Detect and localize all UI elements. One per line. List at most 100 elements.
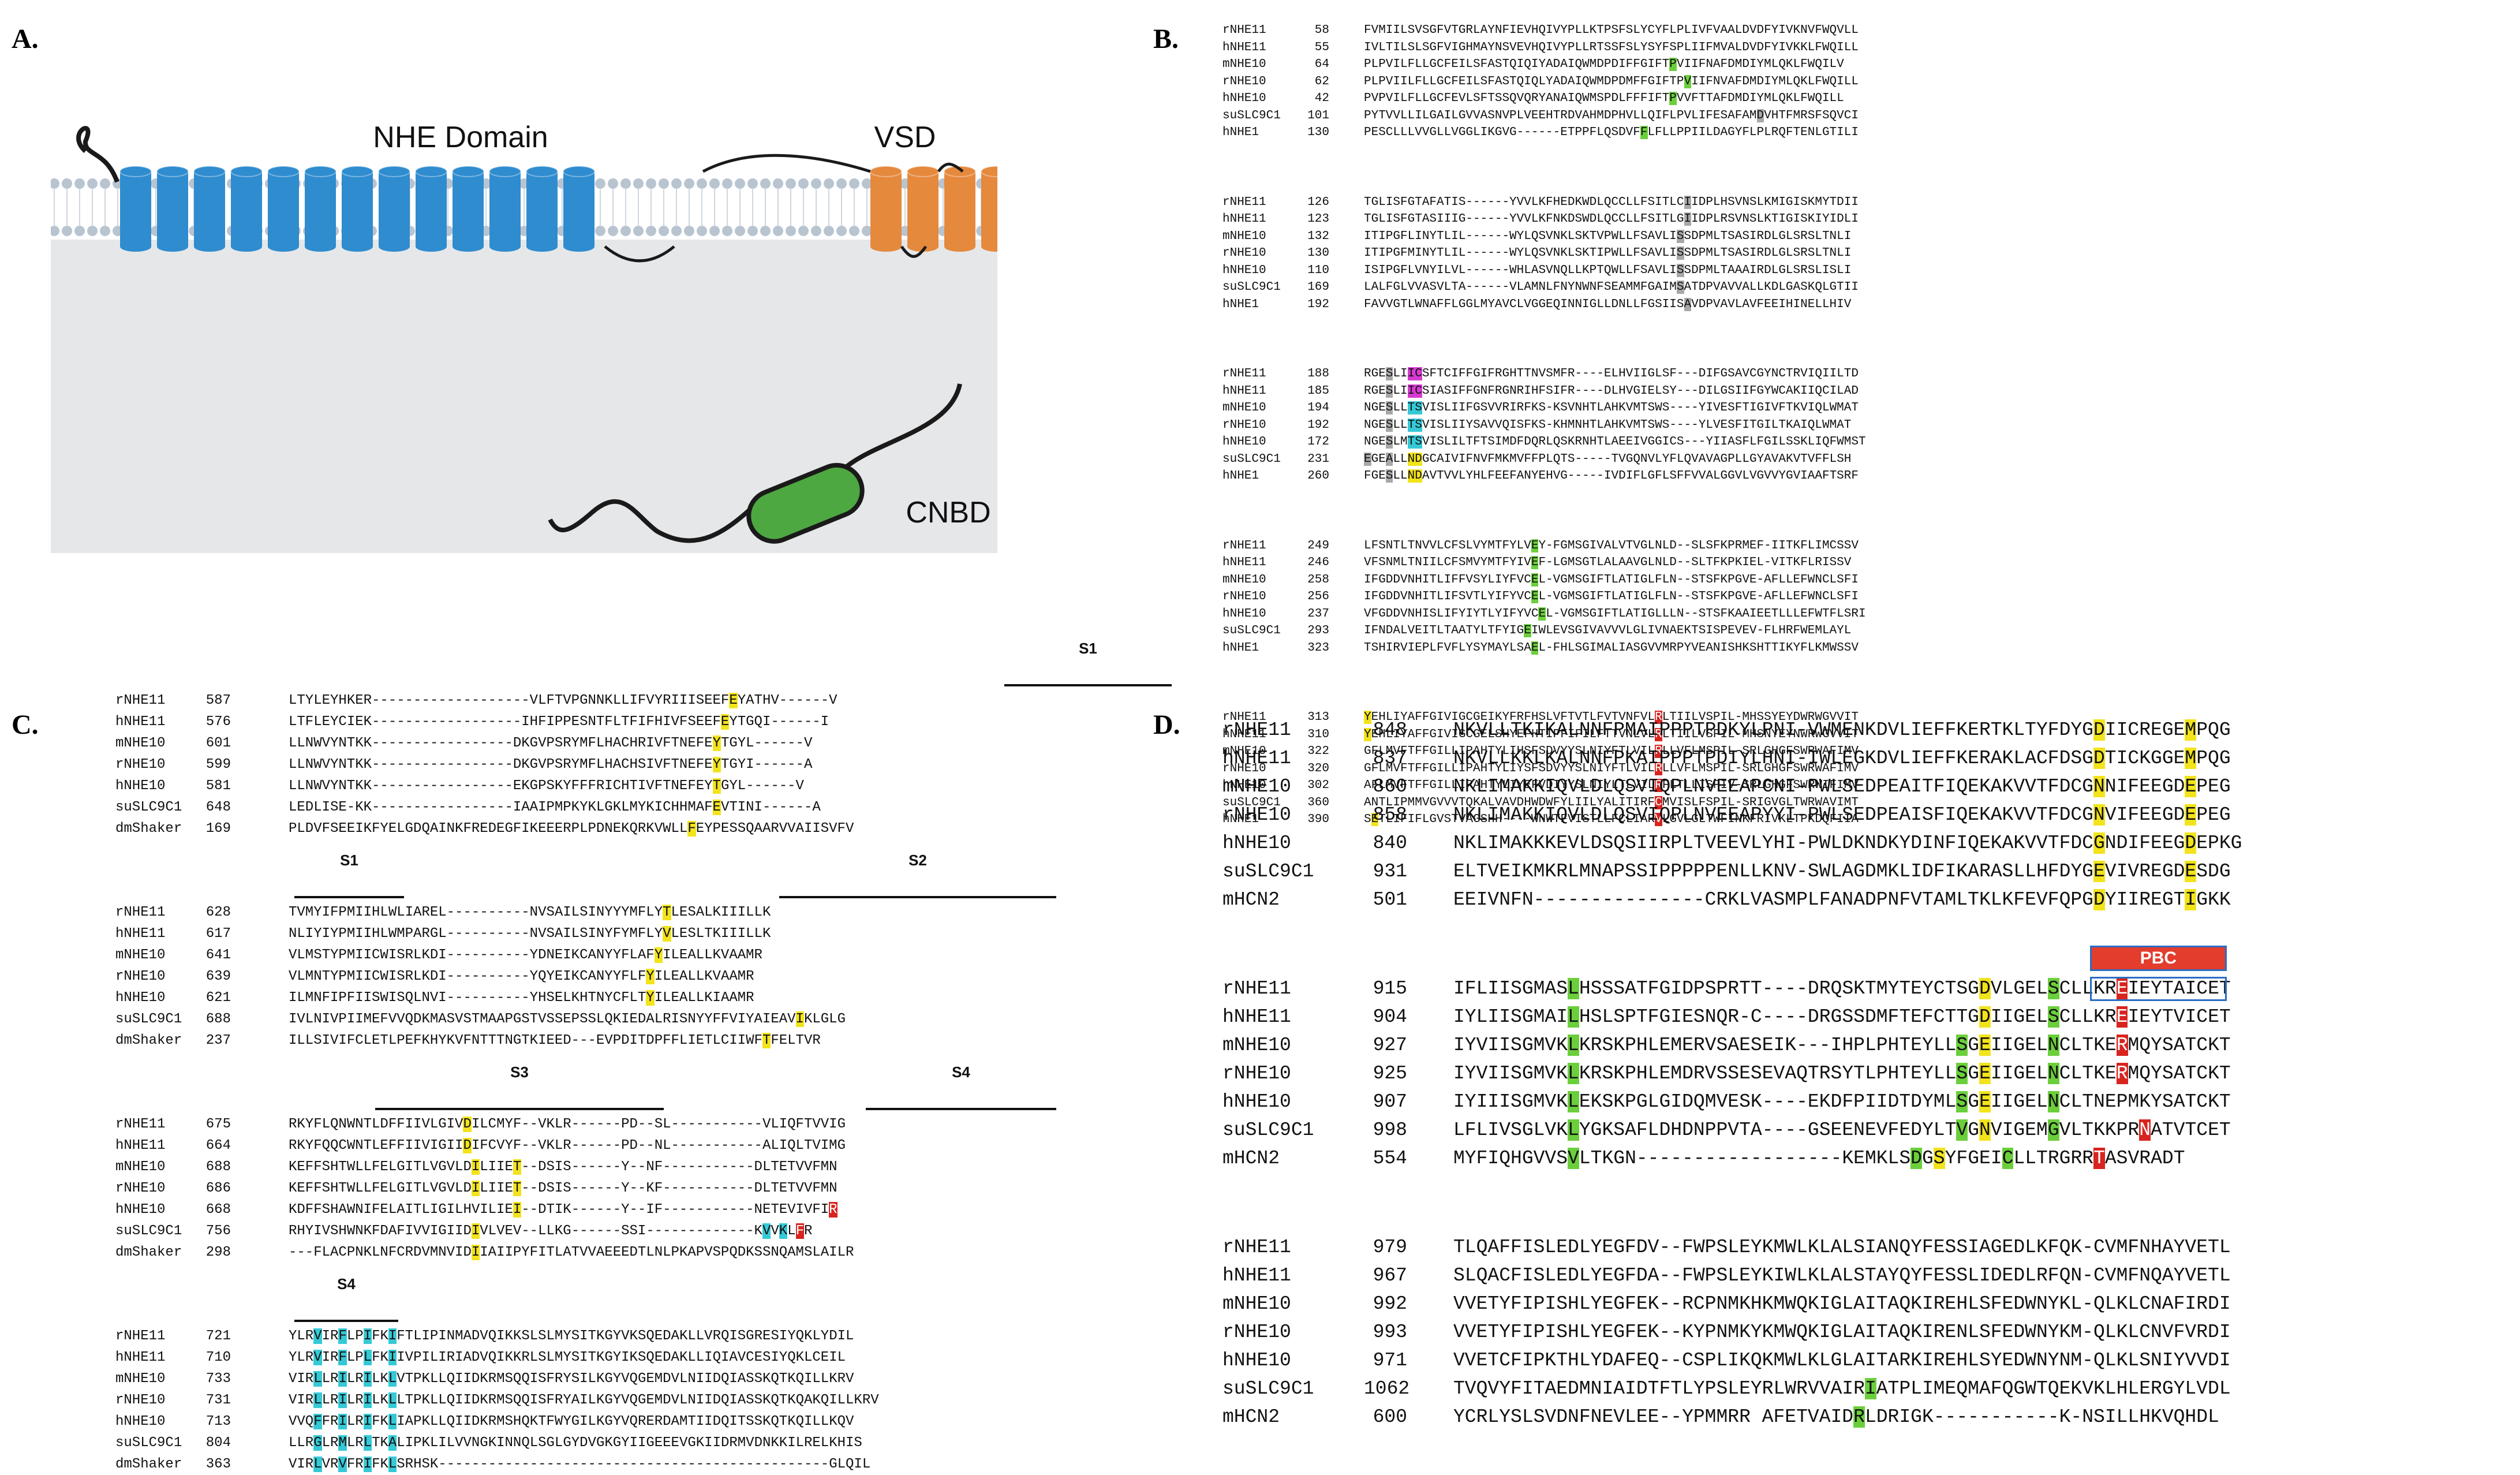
sequence-residues: LTFLEYCIEK------------------IHFIPPESNTFL…: [289, 714, 829, 730]
highlighted-residue: L: [1568, 1035, 1579, 1056]
sequence-name: rNHE10: [1222, 761, 1266, 775]
highlighted-residue: I: [2185, 889, 2197, 910]
highlighted-residue: S: [1676, 263, 1684, 277]
highlighted-residue: L: [313, 1392, 322, 1408]
sequence-name: hNHE1: [1222, 126, 1259, 139]
segment-marker-s1: S1: [294, 852, 404, 902]
sequence-name: mNHE10: [115, 947, 166, 963]
highlighted-residue: M: [338, 1435, 347, 1451]
sequence-name: rNHE10: [115, 1181, 166, 1196]
highlighted-residue: I: [363, 1414, 372, 1429]
highlighted-residue: S: [1676, 281, 1684, 294]
sequence-residues: IFGDDVNHITLIFFVSYLIYFVCEL-VGMSGIFTLATIGL…: [1364, 573, 1859, 587]
sequence-residues: TGLISFGTASIIIG------YVVLKFNKDSWDLQCCLLFS…: [1364, 212, 1859, 226]
sequence-name: hNHE11: [1222, 384, 1266, 398]
sequence-residues: TVQVYFITAEDMNIAIDTFTLYPSLEYRLWRVVAIRIATP…: [1453, 1378, 2231, 1399]
sequence-residues: FAVVGTLWNAFFLGGLMYAVCLVGGEQINNIGLLDNLLFG…: [1364, 297, 1852, 311]
residue-number: 713: [205, 1414, 231, 1429]
sequence-residues: ITIPGFMINYTLIL------WYLQSVNKLSKTIPWLLFSA…: [1364, 247, 1852, 260]
sequence-residues: RGESLIICSFTCIFFGIFRGHTTNVSMFR----ELHVIIG…: [1364, 367, 1859, 380]
sequence-residues: FGESLLNDAVTVVLYHLFEEFANYEHVG-----IVDIFLG…: [1364, 469, 1859, 483]
residue-number: 756: [205, 1223, 231, 1239]
highlighted-residue: E: [2093, 861, 2105, 882]
residue-number: 600: [1373, 1406, 1407, 1428]
panel-label-a: A.: [12, 24, 39, 54]
sequence-name: hNHE10: [1222, 435, 1266, 449]
helix-cylinder-11: [489, 166, 521, 252]
highlighted-residue: T: [762, 1033, 771, 1048]
highlighted-residue: R: [2116, 1063, 2128, 1084]
highlighted-residue: S: [2047, 978, 2059, 999]
sequence-name: rNHE10: [1222, 1321, 1291, 1343]
sequence-residues: IYVIISGMVKLKRSKPHLEMDRVSSESEVAQTRSYTLPHT…: [1453, 1063, 2231, 1084]
sequence-name: rNHE10: [1222, 804, 1291, 826]
sequence-residues: YCRLYSLSVDNFNEVLEE--YPMMRR AFETVAIDRLDRI…: [1453, 1406, 2219, 1428]
sequence-name: suSLC9C1: [1222, 109, 1281, 122]
highlighted-residue: N: [1979, 1119, 1991, 1141]
residue-number: 860: [1373, 776, 1407, 797]
highlighted-residue: R: [1853, 1406, 1865, 1428]
residue-number: 967: [1373, 1265, 1407, 1286]
highlighted-residue: L: [313, 1371, 322, 1387]
highlighted-residue: S: [1385, 401, 1393, 415]
sequence-residues: YEHLIYAFFGIVIGCGEIKYFRFHSLVFTVTLFVTVNFVL…: [1364, 711, 1859, 724]
highlighted-residue: V: [1568, 1148, 1579, 1169]
residue-number: 840: [1373, 832, 1407, 854]
residue-number: 993: [1373, 1321, 1407, 1343]
residue-number: 576: [205, 714, 231, 730]
highlighted-residue: D: [1756, 109, 1764, 122]
highlighted-residue: E: [2185, 804, 2197, 826]
highlighted-residue: E: [1531, 539, 1539, 552]
sequence-name: rNHE11: [1222, 978, 1291, 999]
sequence-name: hNHE11: [1222, 748, 1291, 769]
sequence-name: hNHE11: [115, 1350, 166, 1365]
highlighted-residue: N: [2139, 1119, 2151, 1141]
segment-marker-s4: S4: [294, 1275, 398, 1325]
highlighted-residue: D: [2185, 832, 2197, 854]
sequence-residues: PESCLLLVVGLLVGGLIKGVG------ETPPFLQSDVFFL…: [1364, 126, 1859, 139]
sequence-name: hNHE1: [1222, 641, 1259, 655]
highlighted-residue: I: [363, 1457, 372, 1472]
sequence-name: rNHE11: [115, 1116, 166, 1132]
sequence-name: hNHE11: [115, 714, 166, 730]
highlighted-residue: I: [388, 1350, 397, 1365]
sequence-residues: IVLTILSLSGFVIGHMAYNSVEVHQIVYPLLRTSSFSLYS…: [1364, 40, 1859, 54]
sequence-name: rNHE11: [115, 693, 166, 708]
highlighted-residue: I: [471, 1181, 480, 1196]
sequence-name: rNHE10: [1222, 418, 1266, 432]
residue-number: 302: [1307, 779, 1329, 792]
highlighted-residue: Y: [1364, 727, 1371, 741]
residue-number: 675: [205, 1116, 231, 1132]
sequence-residues: IFNDALVEITLTAATYLTFYIGEIWLEVSGIVAVVVLGLI…: [1364, 624, 1852, 637]
highlighted-residue: E: [729, 693, 738, 708]
highlighted-residue: Y: [712, 757, 721, 772]
highlighted-residue: I: [363, 1392, 372, 1408]
highlighted-residue: R: [1655, 761, 1662, 775]
segment-marker-bar: [294, 1320, 398, 1322]
highlighted-residue: M: [2185, 719, 2197, 741]
n-terminus-loop: [76, 126, 119, 183]
vsd-label: VSD: [874, 121, 936, 154]
highlighted-residue: T: [663, 905, 671, 920]
highlighted-residue: S: [1956, 1091, 1968, 1112]
sequence-residues: YLRVIRFLPLFKIIVPILIRIADVQIKKRLSLMYSITKGY…: [289, 1350, 846, 1365]
highlighted-residue: L: [388, 1392, 397, 1408]
segment-marker-bar: [294, 896, 404, 898]
sequence-name: suSLC9C1: [115, 1435, 182, 1451]
residue-number: 194: [1307, 401, 1329, 415]
sequence-residues: ANTLIPMMVGVVVTQKALVAVDHWDWFYLIILYALITIRF…: [1364, 796, 1859, 809]
residue-number: 688: [205, 1011, 231, 1027]
highlighted-residue: S: [1415, 435, 1422, 449]
sequence-residues: MYFIQHGVVSVLTKGN------------------KEMKLS…: [1453, 1148, 2185, 1169]
helix-cylinder-17: [981, 166, 997, 252]
sequence-residues: PVPVILFLLGCFEVLSFTSSQVQRYANAIQWMSPDLFFFI…: [1364, 92, 1844, 105]
residue-number: 126: [1307, 195, 1329, 209]
residue-number: 323: [1307, 641, 1329, 655]
highlighted-residue: D: [1910, 1148, 1922, 1169]
residue-number: 237: [1307, 607, 1329, 621]
sequence-residues: RKYFQQCWNTLEFFIIVIGIIDIFCVYF--VKLR------…: [289, 1138, 846, 1153]
residue-number: 169: [205, 821, 231, 837]
sequence-name: mNHE10: [115, 1371, 166, 1387]
sequence-residues: PLDVFSEEIKFYELGDQAINKFREDEGFIKEEERPLPDNE…: [289, 821, 854, 837]
highlighted-residue: V: [663, 926, 671, 942]
